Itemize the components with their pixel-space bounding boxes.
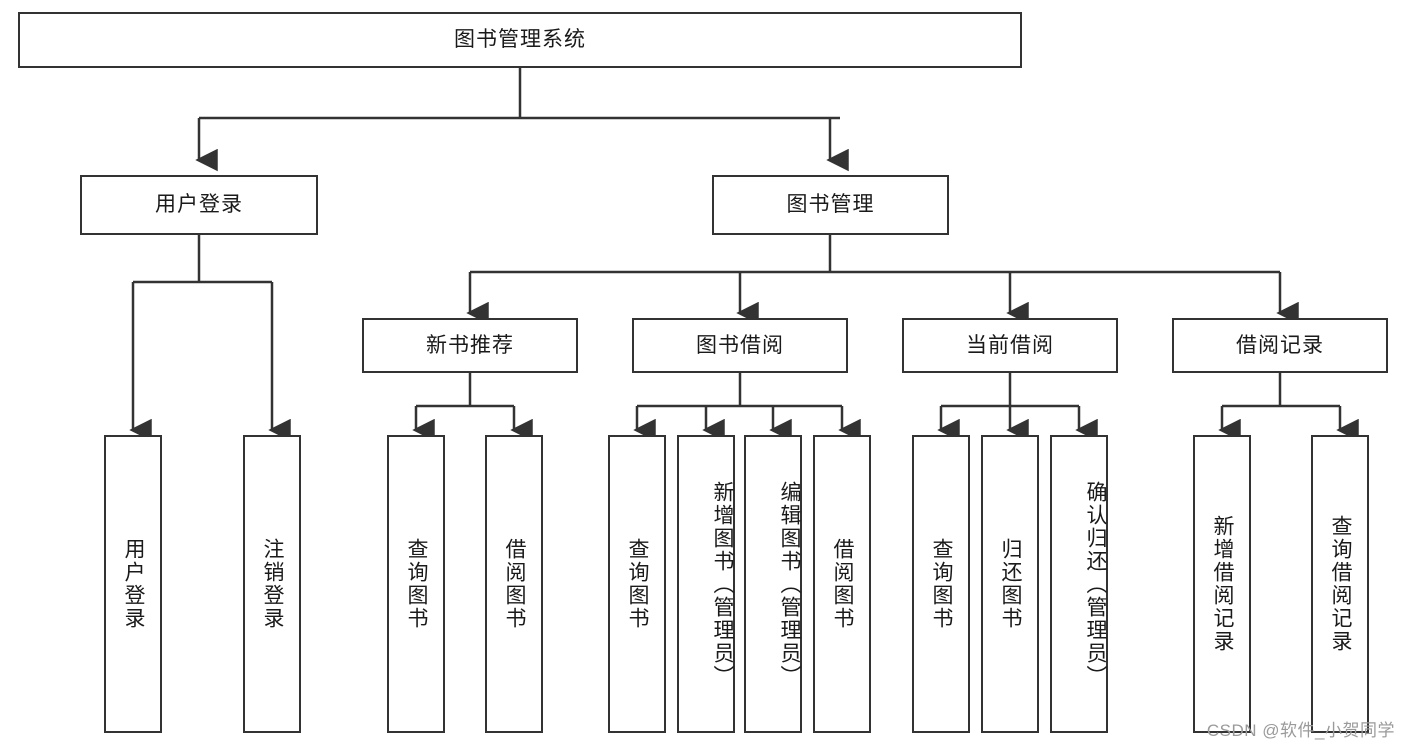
node-book-borrowing[interactable]: 图书借阅 <box>632 318 848 373</box>
node-label: 新书推荐 <box>426 333 514 357</box>
node-label: 图书管理 <box>786 193 875 217</box>
node-label: 新增图书（管理员） <box>711 480 734 688</box>
node-user-login[interactable]: 用户登录 <box>80 175 318 235</box>
leaf-logout[interactable]: 注销登录 <box>243 435 301 733</box>
node-label: 查询图书 <box>930 538 954 630</box>
node-book-management[interactable]: 图书管理 <box>712 175 949 235</box>
leaf-confirm-return-admin[interactable]: 确认归还（管理员） <box>1050 435 1108 733</box>
leaf-add-borrowing-record[interactable]: 新增借阅记录 <box>1193 435 1251 733</box>
node-label: 借阅记录 <box>1236 333 1324 357</box>
node-label: 查询借阅记录 <box>1329 515 1353 653</box>
node-label: 用户登录 <box>155 193 243 217</box>
node-label: 图书借阅 <box>696 333 784 357</box>
csdn-watermark: CSDN @软件_小贺同学 <box>1206 721 1395 740</box>
leaf-return-books[interactable]: 归还图书 <box>981 435 1039 733</box>
node-label: 图书管理系统 <box>454 28 586 52</box>
node-borrowing-records[interactable]: 借阅记录 <box>1172 318 1388 373</box>
node-label: 当前借阅 <box>966 333 1054 357</box>
node-label: 新增借阅记录 <box>1211 515 1235 653</box>
node-label: 借阅图书 <box>503 538 527 630</box>
leaf-query-books-borrowing[interactable]: 查询图书 <box>608 435 666 733</box>
node-label: 查询图书 <box>405 538 429 630</box>
node-root-book-management-system[interactable]: 图书管理系统 <box>18 12 1022 68</box>
node-label: 借阅图书 <box>831 538 855 630</box>
node-label: 编辑图书（管理员） <box>778 480 801 688</box>
leaf-query-borrowing-record[interactable]: 查询借阅记录 <box>1311 435 1369 733</box>
leaf-query-books-recommend[interactable]: 查询图书 <box>387 435 445 733</box>
node-label: 归还图书 <box>999 538 1023 630</box>
leaf-query-books-current[interactable]: 查询图书 <box>912 435 970 733</box>
leaf-user-login[interactable]: 用户登录 <box>104 435 162 733</box>
node-label: 确认归还（管理员） <box>1084 480 1107 688</box>
leaf-borrow-books-recommend[interactable]: 借阅图书 <box>485 435 543 733</box>
node-new-book-recommendation[interactable]: 新书推荐 <box>362 318 578 373</box>
node-current-borrowing[interactable]: 当前借阅 <box>902 318 1118 373</box>
node-label: 用户登录 <box>122 538 146 630</box>
leaf-borrow-books-borrowing[interactable]: 借阅图书 <box>813 435 871 733</box>
leaf-add-book-admin[interactable]: 新增图书（管理员） <box>677 435 735 733</box>
leaf-edit-book-admin[interactable]: 编辑图书（管理员） <box>744 435 802 733</box>
node-label: 查询图书 <box>626 538 650 630</box>
node-label: 注销登录 <box>261 538 285 630</box>
